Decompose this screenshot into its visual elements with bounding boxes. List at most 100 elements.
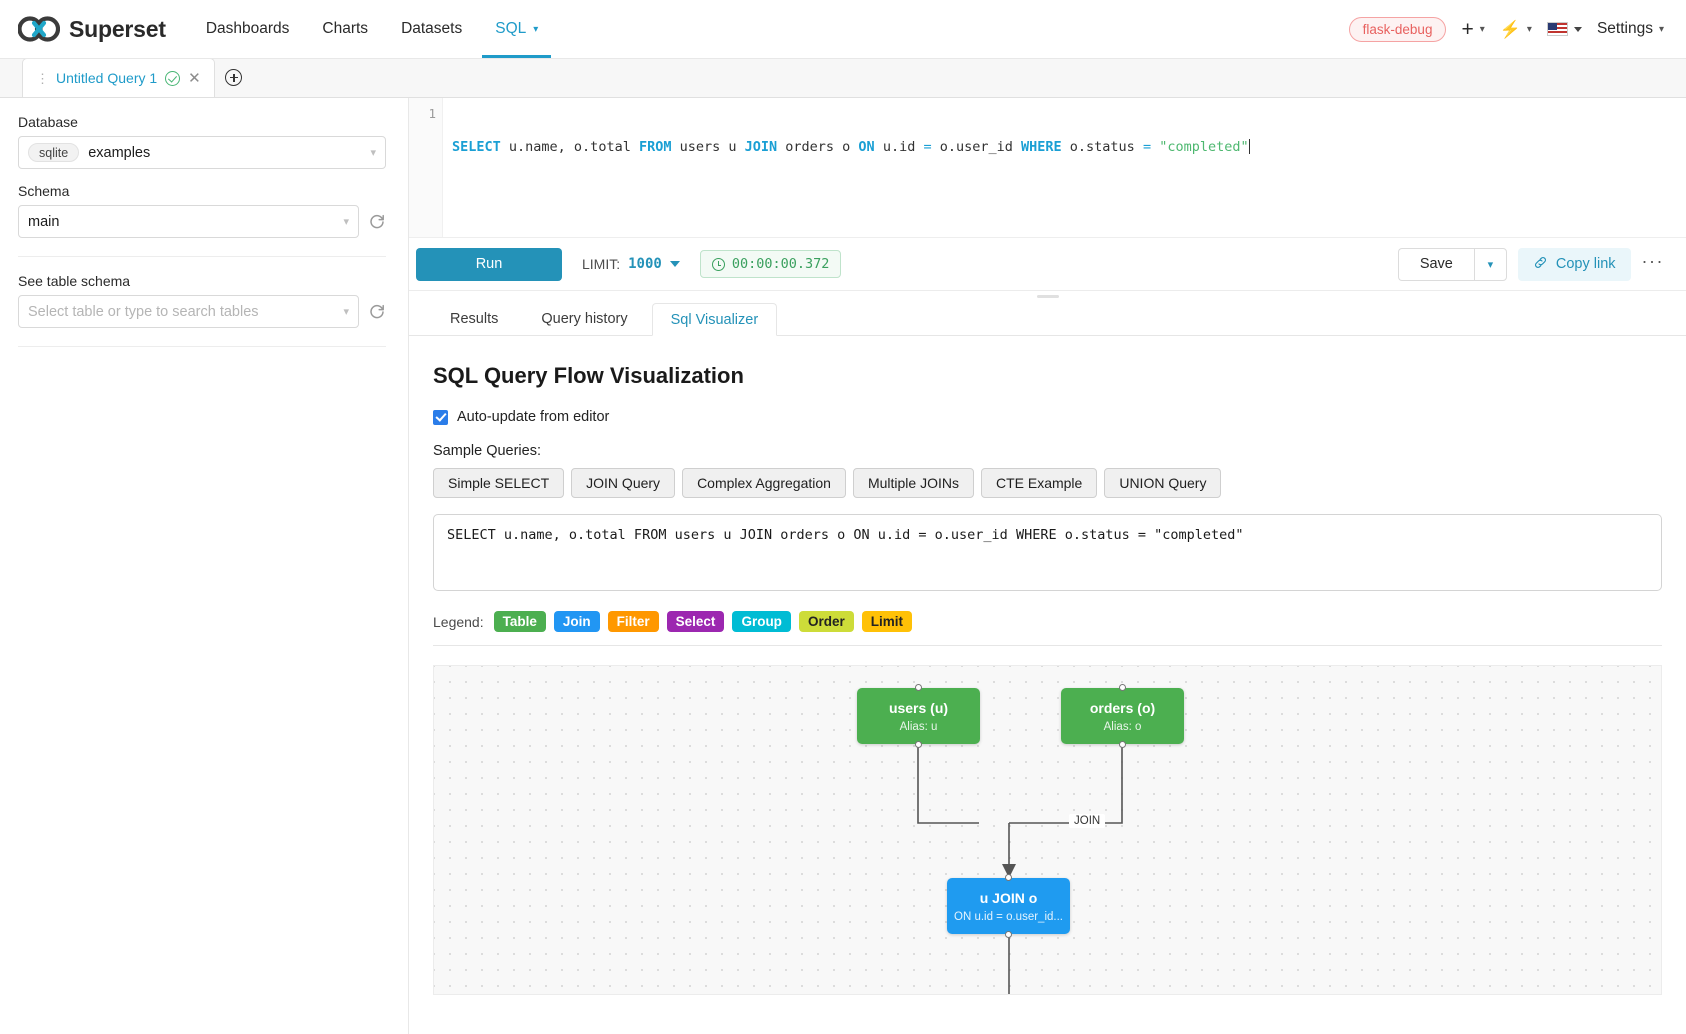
legend-chip-select: Select <box>666 611 725 632</box>
left-panel: Database sqlite examples ▾ Schema main ▾… <box>0 98 409 1034</box>
right-panel: 1 SELECT u.name, o.total FROM users u JO… <box>409 98 1686 1034</box>
flow-canvas[interactable]: users (u) Alias: u orders (o) Alias: o u… <box>433 665 1662 995</box>
tab-results[interactable]: Results <box>431 302 517 335</box>
drag-handle-icon[interactable]: ⋮ <box>36 70 49 86</box>
nav-item-dashboards-label: Dashboards <box>205 20 290 37</box>
sample-button-multiple-joins[interactable]: Multiple JOINs <box>852 468 974 498</box>
superset-brand[interactable]: Superset <box>18 16 166 43</box>
page-title: SQL Query Flow Visualization <box>433 363 744 388</box>
nav-item-charts-label: Charts <box>322 20 369 37</box>
add-query-tab-button[interactable] <box>215 58 253 97</box>
query-timer-value: 00:00:00.372 <box>731 256 830 272</box>
caret-down-icon <box>1573 26 1582 32</box>
flow-node-orders-title: orders (o) <box>1089 699 1156 716</box>
flow-node-orders[interactable]: orders (o) Alias: o <box>1061 684 1184 748</box>
superset-logo-icon <box>18 16 60 42</box>
sql-visualizer-panel: SQL Query Flow Visualization Auto-update… <box>409 336 1686 1034</box>
nav-links: Dashboards Charts Datasets SQL ▾ <box>206 0 552 58</box>
flow-node-users[interactable]: users (u) Alias: u <box>857 684 980 748</box>
nav-item-dashboards[interactable]: Dashboards <box>206 0 290 58</box>
flag-us-icon <box>1546 22 1568 36</box>
alerts-button[interactable]: ⚡ ▾ <box>1500 21 1532 38</box>
flow-node-join-condition: ON u.id = o.user_id... <box>954 910 1063 923</box>
navbar-right: flask-debug + ▾ ⚡ ▾ Settings ▾ <box>1348 16 1664 42</box>
chevron-down-icon: ▾ <box>1526 23 1532 35</box>
sample-button-simple-select[interactable]: Simple SELECT <box>433 468 565 498</box>
node-handle-bottom[interactable] <box>1005 931 1012 938</box>
editor-code-area[interactable]: SELECT u.name, o.total FROM users u JOIN… <box>443 98 1686 237</box>
legend: Legend: Table Join Filter Select Group O… <box>433 596 1662 646</box>
database-select-value: examples <box>88 144 151 161</box>
nav-item-sql-label: SQL <box>495 20 527 37</box>
legend-chip-order: Order <box>798 611 854 632</box>
check-circle-icon <box>165 70 181 86</box>
database-engine-chip: sqlite <box>28 143 80 162</box>
chevron-down-icon: ▾ <box>1487 258 1494 271</box>
schema-select[interactable]: main ▾ <box>18 205 359 238</box>
save-button[interactable]: Save <box>1397 247 1474 281</box>
table-search-input[interactable]: Select table or type to search tables ▾ <box>18 295 359 328</box>
limit-label: LIMIT: <box>582 256 621 272</box>
nav-item-charts[interactable]: Charts <box>322 0 368 58</box>
copy-link-label: Copy link <box>1555 256 1616 272</box>
node-handle-bottom[interactable] <box>1119 741 1126 748</box>
plus-icon: + <box>1461 17 1474 41</box>
query-tab-untitled-query-1[interactable]: ⋮ Untitled Query 1 ✕ <box>22 58 215 97</box>
nav-item-sql[interactable]: SQL ▾ <box>482 0 552 58</box>
brand-name: Superset <box>69 15 166 42</box>
plus-circle-icon <box>225 69 243 86</box>
legend-chip-filter: Filter <box>607 611 659 632</box>
schema-field-row: main ▾ <box>18 205 386 238</box>
table-search-placeholder: Select table or type to search tables <box>28 303 259 320</box>
copy-link-button[interactable]: Copy link <box>1517 247 1631 281</box>
node-handle-top[interactable] <box>1119 684 1126 691</box>
sample-queries-row: Simple SELECT JOIN Query Complex Aggrega… <box>433 468 1662 498</box>
legend-label: Legend: <box>433 613 484 630</box>
settings-menu[interactable]: Settings ▾ <box>1597 20 1664 38</box>
sample-button-join-query[interactable]: JOIN Query <box>571 468 676 498</box>
clock-icon <box>711 257 725 271</box>
editor-gutter: 1 <box>409 98 443 237</box>
new-item-button[interactable]: + ▾ <box>1461 19 1484 40</box>
sql-editor[interactable]: 1 SELECT u.name, o.total FROM users u JO… <box>409 98 1686 238</box>
auto-update-row: Auto-update from editor <box>433 409 1662 425</box>
save-dropdown-button[interactable]: ▾ <box>1473 247 1507 281</box>
database-select[interactable]: sqlite examples ▾ <box>18 136 386 169</box>
node-handle-top[interactable] <box>1005 874 1012 881</box>
tab-query-history-label: Query history <box>541 310 628 327</box>
nav-item-datasets[interactable]: Datasets <box>401 0 462 58</box>
run-button[interactable]: Run <box>416 247 562 281</box>
sql-query-textarea[interactable] <box>433 514 1662 591</box>
tab-sql-visualizer[interactable]: Sql Visualizer <box>651 303 778 336</box>
flow-node-join[interactable]: u JOIN o ON u.id = o.user_id... <box>947 874 1070 938</box>
flow-node-users-alias: Alias: u <box>899 720 938 733</box>
database-field-row: sqlite examples ▾ <box>18 136 386 169</box>
refresh-tables-icon[interactable] <box>368 303 386 321</box>
chevron-down-icon: ▾ <box>343 216 349 228</box>
panel-resize-handle[interactable] <box>409 291 1686 302</box>
flow-node-users-title: users (u) <box>888 699 949 716</box>
close-icon[interactable]: ✕ <box>188 69 201 87</box>
sample-button-cte-example[interactable]: CTE Example <box>980 468 1098 498</box>
sample-button-union-query[interactable]: UNION Query <box>1104 468 1222 498</box>
legend-chip-join: Join <box>553 611 600 632</box>
chevron-down-icon: ▾ <box>370 147 376 159</box>
nav-item-datasets-label: Datasets <box>401 20 463 37</box>
limit-dropdown[interactable]: LIMIT: 1000 <box>582 256 680 272</box>
language-selector[interactable] <box>1546 22 1582 36</box>
sample-button-complex-aggregation[interactable]: Complex Aggregation <box>682 468 846 498</box>
auto-update-checkbox[interactable] <box>433 409 448 425</box>
node-handle-top[interactable] <box>915 684 922 691</box>
chevron-down-icon: ▾ <box>533 23 539 35</box>
refresh-schema-icon[interactable] <box>368 213 386 231</box>
schema-label: Schema <box>18 183 70 199</box>
top-navbar: Superset Dashboards Charts Datasets SQL … <box>0 0 1686 59</box>
debug-badge: flask-debug <box>1348 16 1447 42</box>
toolbar-right: Save ▾ Copy link ··· <box>1397 247 1664 281</box>
more-options-icon[interactable]: ··· <box>1641 250 1664 271</box>
table-field-row: Select table or type to search tables ▾ <box>18 295 386 328</box>
caret-down-icon <box>669 261 680 267</box>
tab-query-history[interactable]: Query history <box>522 302 646 335</box>
node-handle-bottom[interactable] <box>915 741 922 748</box>
edge-label-join: JOIN <box>1069 814 1106 828</box>
